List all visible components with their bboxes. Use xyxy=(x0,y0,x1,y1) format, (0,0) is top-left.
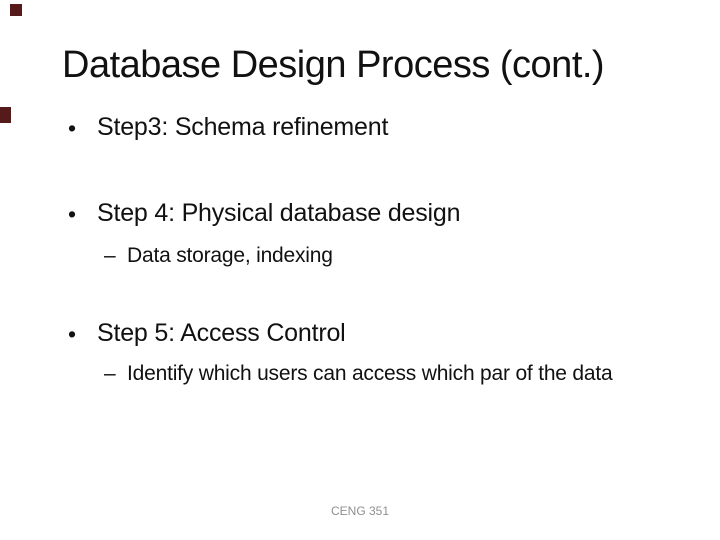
bullet-text-step5: Step 5: Access Control xyxy=(97,319,346,347)
dash-icon: – xyxy=(104,244,116,267)
bullet-text-step3: Step3: Schema refinement xyxy=(97,113,389,141)
bullet-icon: • xyxy=(68,321,76,347)
slide-title: Database Design Process (cont.) xyxy=(62,44,605,86)
bullet-item-step5: • Step 5: Access Control xyxy=(68,319,346,349)
bullet-icon: • xyxy=(68,201,76,227)
accent-square-left xyxy=(0,107,11,123)
bullet-item-step4: • Step 4: Physical database design xyxy=(68,199,460,229)
sub-bullet-item-access: – Identify which users can access which … xyxy=(104,358,613,390)
bullet-text-step4: Step 4: Physical database design xyxy=(97,199,461,227)
sub-bullet-item-storage: – Data storage, indexing xyxy=(104,240,333,272)
sub-bullet-text-storage: Data storage, indexing xyxy=(127,244,333,267)
dash-icon: – xyxy=(104,362,116,385)
accent-square-top xyxy=(10,4,22,16)
bullet-item-step3: • Step3: Schema refinement xyxy=(68,113,388,143)
sub-bullet-text-access: Identify which users can access which pa… xyxy=(127,362,613,385)
bullet-icon: • xyxy=(68,115,76,141)
footer-course-label: CENG 351 xyxy=(330,504,390,518)
